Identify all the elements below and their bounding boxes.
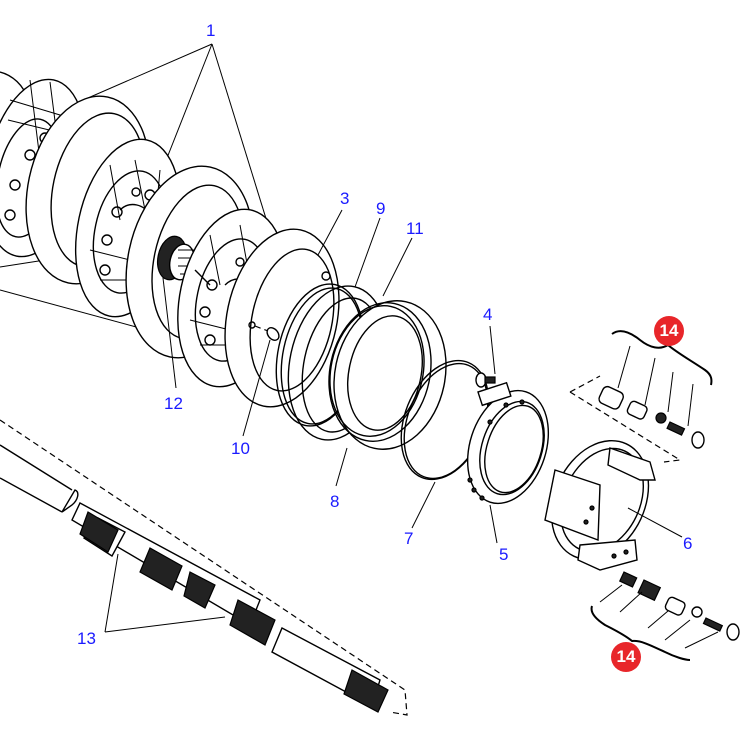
- bleed-screw: [475, 372, 496, 388]
- drive-shaft: [0, 419, 408, 716]
- callout-12: 12: [164, 394, 183, 413]
- callout-8: 8: [330, 492, 340, 511]
- bushing-kit-upper: [569, 330, 713, 463]
- dowel-pin: [254, 325, 280, 341]
- piston-housing: [466, 381, 550, 505]
- callout-5: 5: [499, 545, 509, 564]
- callout-4: 4: [483, 305, 493, 324]
- callout-1: 1: [206, 21, 216, 40]
- callout-11: 11: [406, 219, 424, 238]
- actuator-plate: [224, 228, 340, 408]
- callout-10: 10: [231, 439, 250, 458]
- badge-14-lower[interactable]: 14: [611, 642, 641, 672]
- brake-caliper-bracket: [544, 439, 656, 571]
- callout-7: 7: [404, 529, 414, 548]
- spring-kit-lower: [590, 571, 740, 661]
- callout-9: 9: [376, 199, 386, 218]
- leader-lines-left: [0, 259, 141, 329]
- piston: [328, 300, 447, 450]
- callout-13: 13: [77, 629, 96, 648]
- callout-6: 6: [683, 534, 693, 553]
- callout-3: 3: [340, 189, 350, 208]
- badge-14-upper[interactable]: 14: [654, 316, 684, 346]
- leader-lines: [162, 209, 683, 544]
